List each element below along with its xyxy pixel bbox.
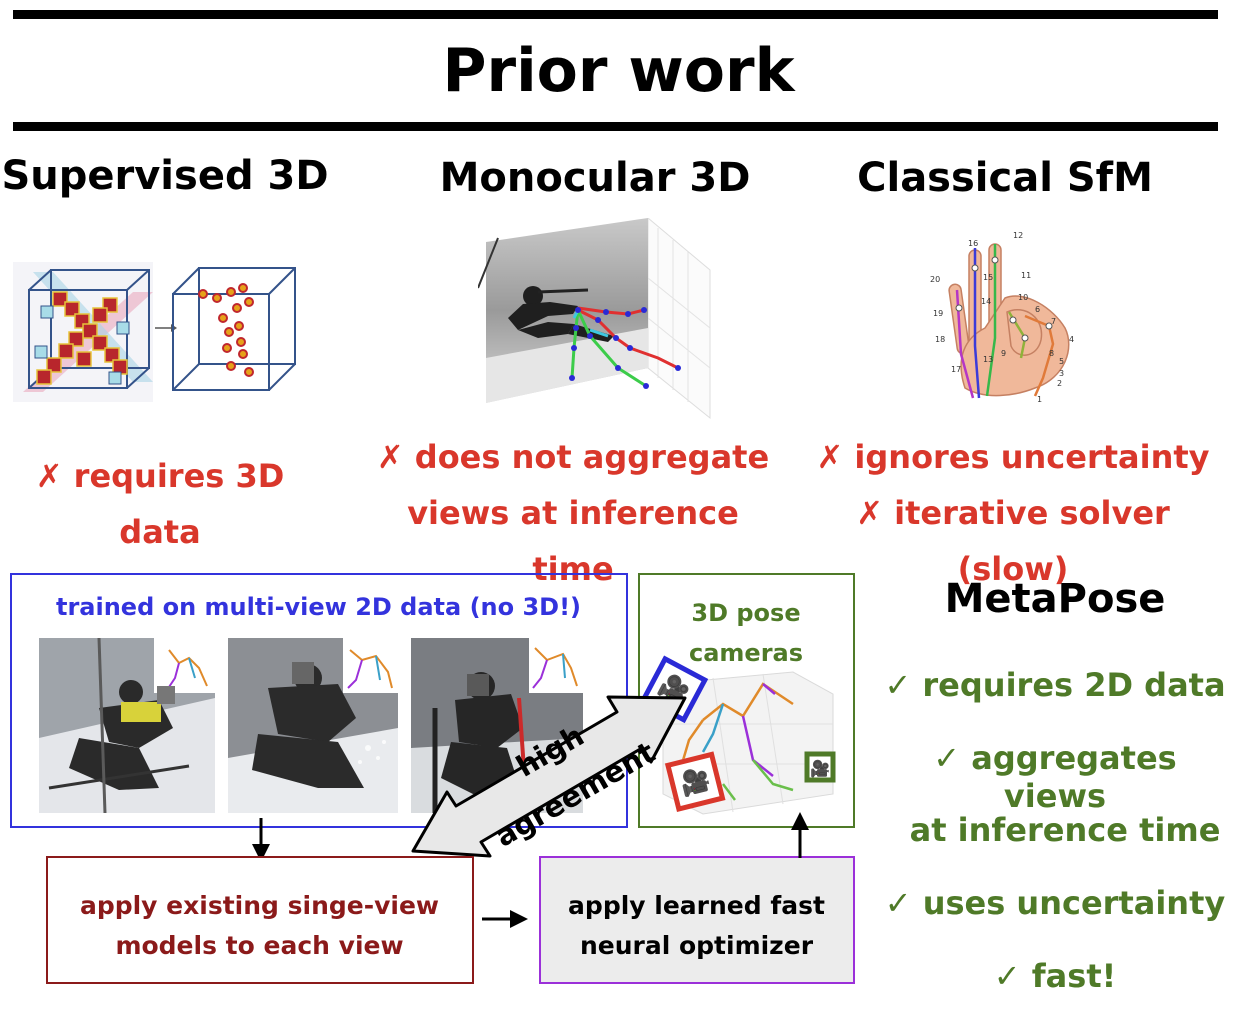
apply-models-box: apply existing singe-view models to each… xyxy=(46,856,474,984)
top-rule xyxy=(13,10,1218,19)
green-camera-icon xyxy=(804,751,836,783)
svg-text:20: 20 xyxy=(930,275,940,284)
metapose-title: MetaPose xyxy=(944,576,1166,622)
svg-text:14: 14 xyxy=(981,297,991,306)
svg-text:12: 12 xyxy=(1013,231,1023,240)
monocular-3d-illustration xyxy=(478,218,711,420)
svg-text:10: 10 xyxy=(1018,293,1028,302)
monocular-3d-heading: Monocular 3D xyxy=(439,155,751,201)
supervised-3d-heading: Supervised 3D xyxy=(1,153,329,199)
down-arrow xyxy=(252,818,270,862)
classical-sfm-hand-illustration: 12 16 11 15 10 20 6 7 19 14 8 4 18 9 13 … xyxy=(930,231,1074,404)
metapose-pro-uncertainty: ✓ uses uncertainty xyxy=(884,884,1226,922)
svg-text:3: 3 xyxy=(1059,369,1064,378)
metapose-pro-2d-data: ✓ requires 2D data xyxy=(884,666,1226,704)
svg-text:11: 11 xyxy=(1021,271,1031,280)
svg-text:13: 13 xyxy=(983,355,993,364)
supervised-3d-illustration xyxy=(13,262,296,402)
svg-text:8: 8 xyxy=(1049,349,1054,358)
optimizer-line-1: apply learned fast xyxy=(568,891,825,920)
svg-text:18: 18 xyxy=(935,335,945,344)
svg-text:1: 1 xyxy=(1037,395,1042,404)
classical-sfm-con-iterative: ✗ iterative solver (slow) xyxy=(856,494,1170,588)
training-data-label: trained on multi-view 2D data (no 3D!) xyxy=(55,593,582,621)
metapose-pro-inference-time: at inference time xyxy=(909,811,1221,849)
page-title: Prior work xyxy=(442,36,795,106)
svg-text:9: 9 xyxy=(1001,349,1006,358)
pose-cameras-box: 3D pose cameras xyxy=(638,573,855,828)
ski-photo-view-2 xyxy=(228,638,398,813)
up-arrow xyxy=(791,812,809,858)
apply-models-line-2: models to each view xyxy=(115,931,404,960)
high-agreement-double-arrow xyxy=(411,695,687,858)
hand-keypoint-labels: 12 16 11 15 10 20 6 7 19 14 8 4 18 9 13 … xyxy=(930,231,1074,404)
cameras-label: cameras xyxy=(688,639,804,667)
monocular-3d-con-line-2: views at inference time xyxy=(407,494,739,588)
svg-text:17: 17 xyxy=(951,365,961,374)
classical-sfm-con-uncertainty: ✗ ignores uncertainty xyxy=(816,438,1210,476)
supervised-3d-con: ✗ requires 3D data xyxy=(35,457,285,551)
classical-sfm-heading: Classical SfM xyxy=(857,155,1153,201)
metapose-pro-aggregates: ✓ aggregates views xyxy=(933,739,1177,815)
pose-label: 3D pose xyxy=(691,599,801,627)
monocular-3d-con-line-1: ✗ does not aggregate xyxy=(376,438,770,476)
metapose-pro-fast: ✓ fast! xyxy=(993,957,1117,995)
ski-photo-view-1 xyxy=(39,638,215,813)
svg-text:5: 5 xyxy=(1059,357,1064,366)
neural-optimizer-box: apply learned fast neural optimizer xyxy=(539,856,855,984)
header-rule xyxy=(13,122,1218,131)
svg-text:2: 2 xyxy=(1057,379,1062,388)
apply-models-line-1: apply existing singe-view xyxy=(79,891,440,920)
svg-text:19: 19 xyxy=(933,309,943,318)
svg-text:4: 4 xyxy=(1069,335,1074,344)
svg-text:6: 6 xyxy=(1035,305,1040,314)
svg-text:7: 7 xyxy=(1051,317,1056,326)
right-arrow xyxy=(482,910,528,928)
optimizer-line-2: neural optimizer xyxy=(579,931,814,960)
svg-text:15: 15 xyxy=(983,273,993,282)
svg-text:🎥: 🎥 xyxy=(810,759,830,778)
svg-text:16: 16 xyxy=(968,239,978,248)
